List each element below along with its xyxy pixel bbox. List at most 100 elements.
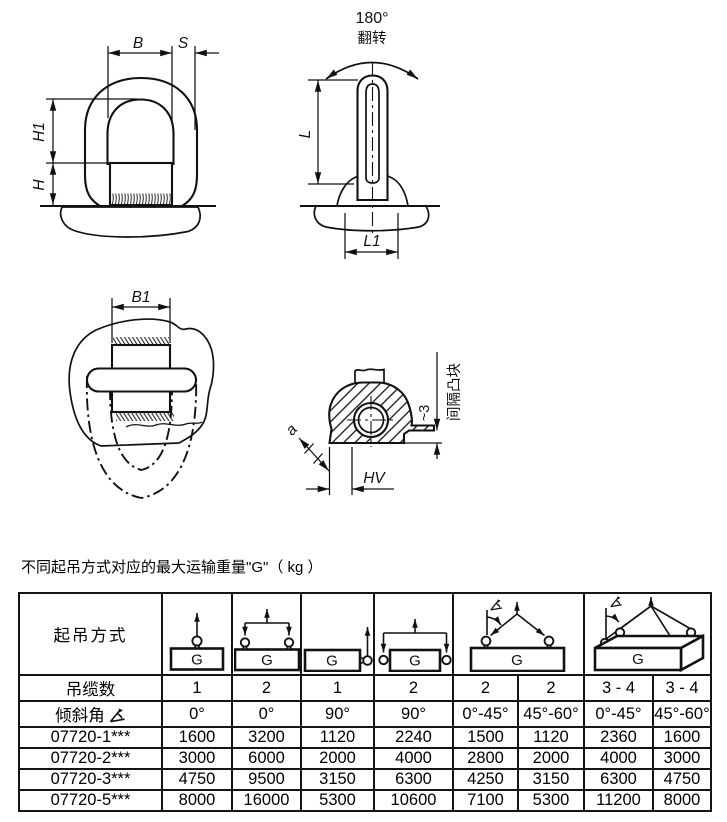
lifting-method-header-cell: 起吊方式 (18, 592, 163, 676)
value-cell: 2 (452, 674, 519, 702)
value-cell: 7100 (452, 789, 519, 812)
table-title: 不同起吊方式对应的最大运输重量"G"（ kg ） (21, 559, 323, 576)
value-cell: 2000 (300, 747, 375, 770)
row-label-cell: 倾斜角 (18, 700, 163, 728)
value-cell: 10600 (373, 789, 454, 812)
product-row: 07720-5*** 8000 16000 5300 10600 7100 53… (18, 789, 712, 812)
value-cell: 9500 (231, 768, 302, 791)
dim-label-B: B (133, 35, 143, 52)
value-cell: 90° (300, 700, 375, 728)
four-leg-sling-angle-icon: G (593, 596, 704, 672)
value-cell: 1120 (300, 726, 375, 749)
dim-label-a: a (282, 421, 301, 439)
row-label-cell: 吊缆数 (18, 674, 163, 702)
value-cell: 6300 (373, 768, 454, 791)
value-cell: 4000 (583, 747, 654, 770)
top-view-drawing: B1 (68, 289, 215, 499)
value-cell: 4750 (652, 768, 712, 791)
value-cell: 2000 (517, 747, 585, 770)
value-cell: 8000 (652, 789, 712, 812)
value-cell: 4250 (452, 768, 519, 791)
ground-hatch (313, 205, 430, 232)
spring-clip-tab (354, 368, 385, 388)
two-slings-side-pull-icon: G (378, 619, 451, 672)
value-cell: 2360 (583, 726, 654, 749)
load-label: G (261, 652, 273, 669)
dim-label-gap: ~3 (417, 405, 433, 422)
ring-inner-opening (106, 98, 175, 166)
weld-seam (111, 193, 171, 205)
sling-count-row: 吊缆数 1 2 1 2 2 2 3 - 4 3 - 4 (18, 674, 712, 702)
value-cell: 3 - 4 (583, 674, 654, 702)
product-row: 07720-1*** 1600 3200 1120 2240 1500 1120… (18, 726, 712, 749)
value-cell: 3150 (517, 768, 585, 791)
value-cell: 90° (373, 700, 454, 728)
dim-label-H1: H1 (31, 122, 48, 142)
pictogram-cell: G (161, 592, 233, 676)
weld-footprint (68, 318, 215, 447)
side-view-drawing: 180° 翻转 L L1 (297, 10, 440, 259)
value-cell: 3 - 4 (652, 674, 712, 702)
one-sling-side-pull-icon: G (303, 627, 372, 672)
value-cell: 5300 (300, 789, 375, 812)
value-cell: 11200 (583, 789, 654, 812)
value-cell: 1 (300, 674, 375, 702)
tilt-angle-label: 倾斜角 (55, 707, 105, 725)
value-cell: 0°-45° (452, 700, 519, 728)
product-row: 07720-2*** 3000 6000 2000 4000 2800 2000… (18, 747, 712, 770)
ring-bar (85, 367, 198, 393)
value-cell: 4000 (373, 747, 454, 770)
dim-label-H: H (31, 179, 48, 191)
dim-label-HV: HV (363, 470, 386, 487)
pictogram-cell: G (583, 592, 712, 676)
ground-hatch (59, 206, 201, 238)
value-cell: 8000 (161, 789, 233, 812)
value-cell: 4750 (161, 768, 233, 791)
value-cell: 2240 (373, 726, 454, 749)
value-cell: 5300 (517, 789, 585, 812)
product-row: 07720-3*** 4750 9500 3150 6300 4250 3150… (18, 768, 712, 791)
load-label: G (326, 653, 338, 670)
dim-label-S: S (178, 35, 189, 52)
dimension-B1: B1 (111, 289, 171, 343)
ring-bar-inner (365, 83, 380, 184)
value-cell: 1600 (652, 726, 712, 749)
value-cell: 45°-60° (652, 700, 712, 728)
weld-seam-bottom (116, 412, 174, 421)
dim-label-L: L (297, 130, 314, 139)
two-slings-spreader-icon: G (234, 609, 299, 672)
front-view-drawing: B S H1 H (31, 35, 219, 238)
value-cell: 0° (161, 700, 233, 728)
value-cell: 1120 (517, 726, 585, 749)
value-cell: 2800 (452, 747, 519, 770)
pictogram-cell: G (373, 592, 454, 676)
dimension-gap-3: ~3 (404, 352, 442, 459)
dimension-L1: L1 (344, 213, 399, 259)
value-cell: 1500 (452, 726, 519, 749)
pictogram-cell: G (452, 592, 585, 676)
value-cell: 2 (517, 674, 585, 702)
product-label-cell: 07720-3*** (18, 768, 163, 791)
dimension-L: L (297, 79, 358, 185)
product-label-cell: 07720-2*** (18, 747, 163, 770)
break-line (125, 421, 203, 428)
header-row: 起吊方式 G (18, 592, 712, 676)
dimension-HV: HV (306, 447, 394, 495)
value-cell: 1600 (161, 726, 233, 749)
rotation-angle-label: 180° (355, 10, 388, 27)
value-cell: 3200 (231, 726, 302, 749)
value-cell: 6000 (231, 747, 302, 770)
dim-label-B1: B1 (132, 289, 151, 306)
spacer-boss-label: 间隔凸块 (446, 363, 463, 421)
rotation-text-label: 翻转 (358, 30, 387, 47)
value-cell: 45°-60° (517, 700, 585, 728)
value-cell: 3000 (161, 747, 233, 770)
angle-symbol-icon (609, 596, 622, 608)
value-cell: 16000 (231, 789, 302, 812)
value-cell: 2 (373, 674, 454, 702)
value-cell: 0°-45° (583, 700, 654, 728)
load-label: G (191, 652, 203, 669)
dimension-H1-H: H1 H (31, 98, 137, 205)
load-label: G (632, 651, 644, 668)
flipped-ring-phantom-outer (85, 375, 198, 499)
